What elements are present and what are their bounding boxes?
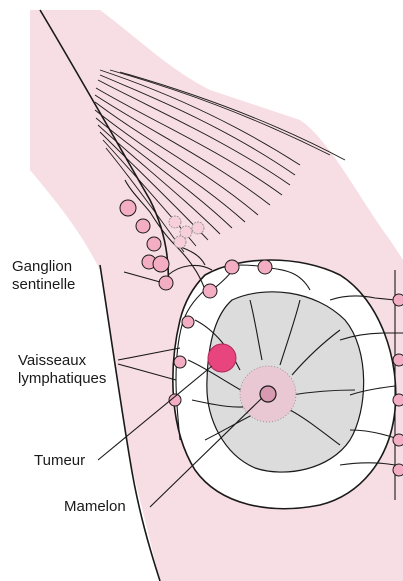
lymph-node [147, 237, 161, 251]
label-line: Ganglion [12, 258, 75, 276]
lymph-node [182, 316, 194, 328]
tumor [208, 344, 236, 372]
lymph-node [120, 200, 136, 216]
label-line: Vaisseaux [18, 352, 106, 370]
lymph-node [393, 394, 403, 406]
label-line: sentinelle [12, 276, 75, 294]
label-vaisseaux-lymphatiques: Vaisseaux lymphatiques [18, 352, 106, 388]
lymph-node [258, 260, 272, 274]
nipple [260, 386, 276, 402]
lymph-node [393, 434, 403, 446]
label-mamelon: Mamelon [64, 498, 126, 516]
lymph-node [136, 219, 150, 233]
label-ganglion-sentinelle: Ganglion sentinelle [12, 258, 75, 294]
label-tumeur: Tumeur [34, 452, 85, 470]
sentinel-node [159, 276, 173, 290]
lymph-node [393, 464, 403, 476]
lymph-node [393, 294, 403, 306]
lymph-node [174, 356, 186, 368]
lymph-node [153, 256, 169, 272]
label-line: lymphatiques [18, 370, 106, 388]
lymph-node [225, 260, 239, 274]
lymph-node [393, 354, 403, 366]
lymph-node [203, 284, 217, 298]
